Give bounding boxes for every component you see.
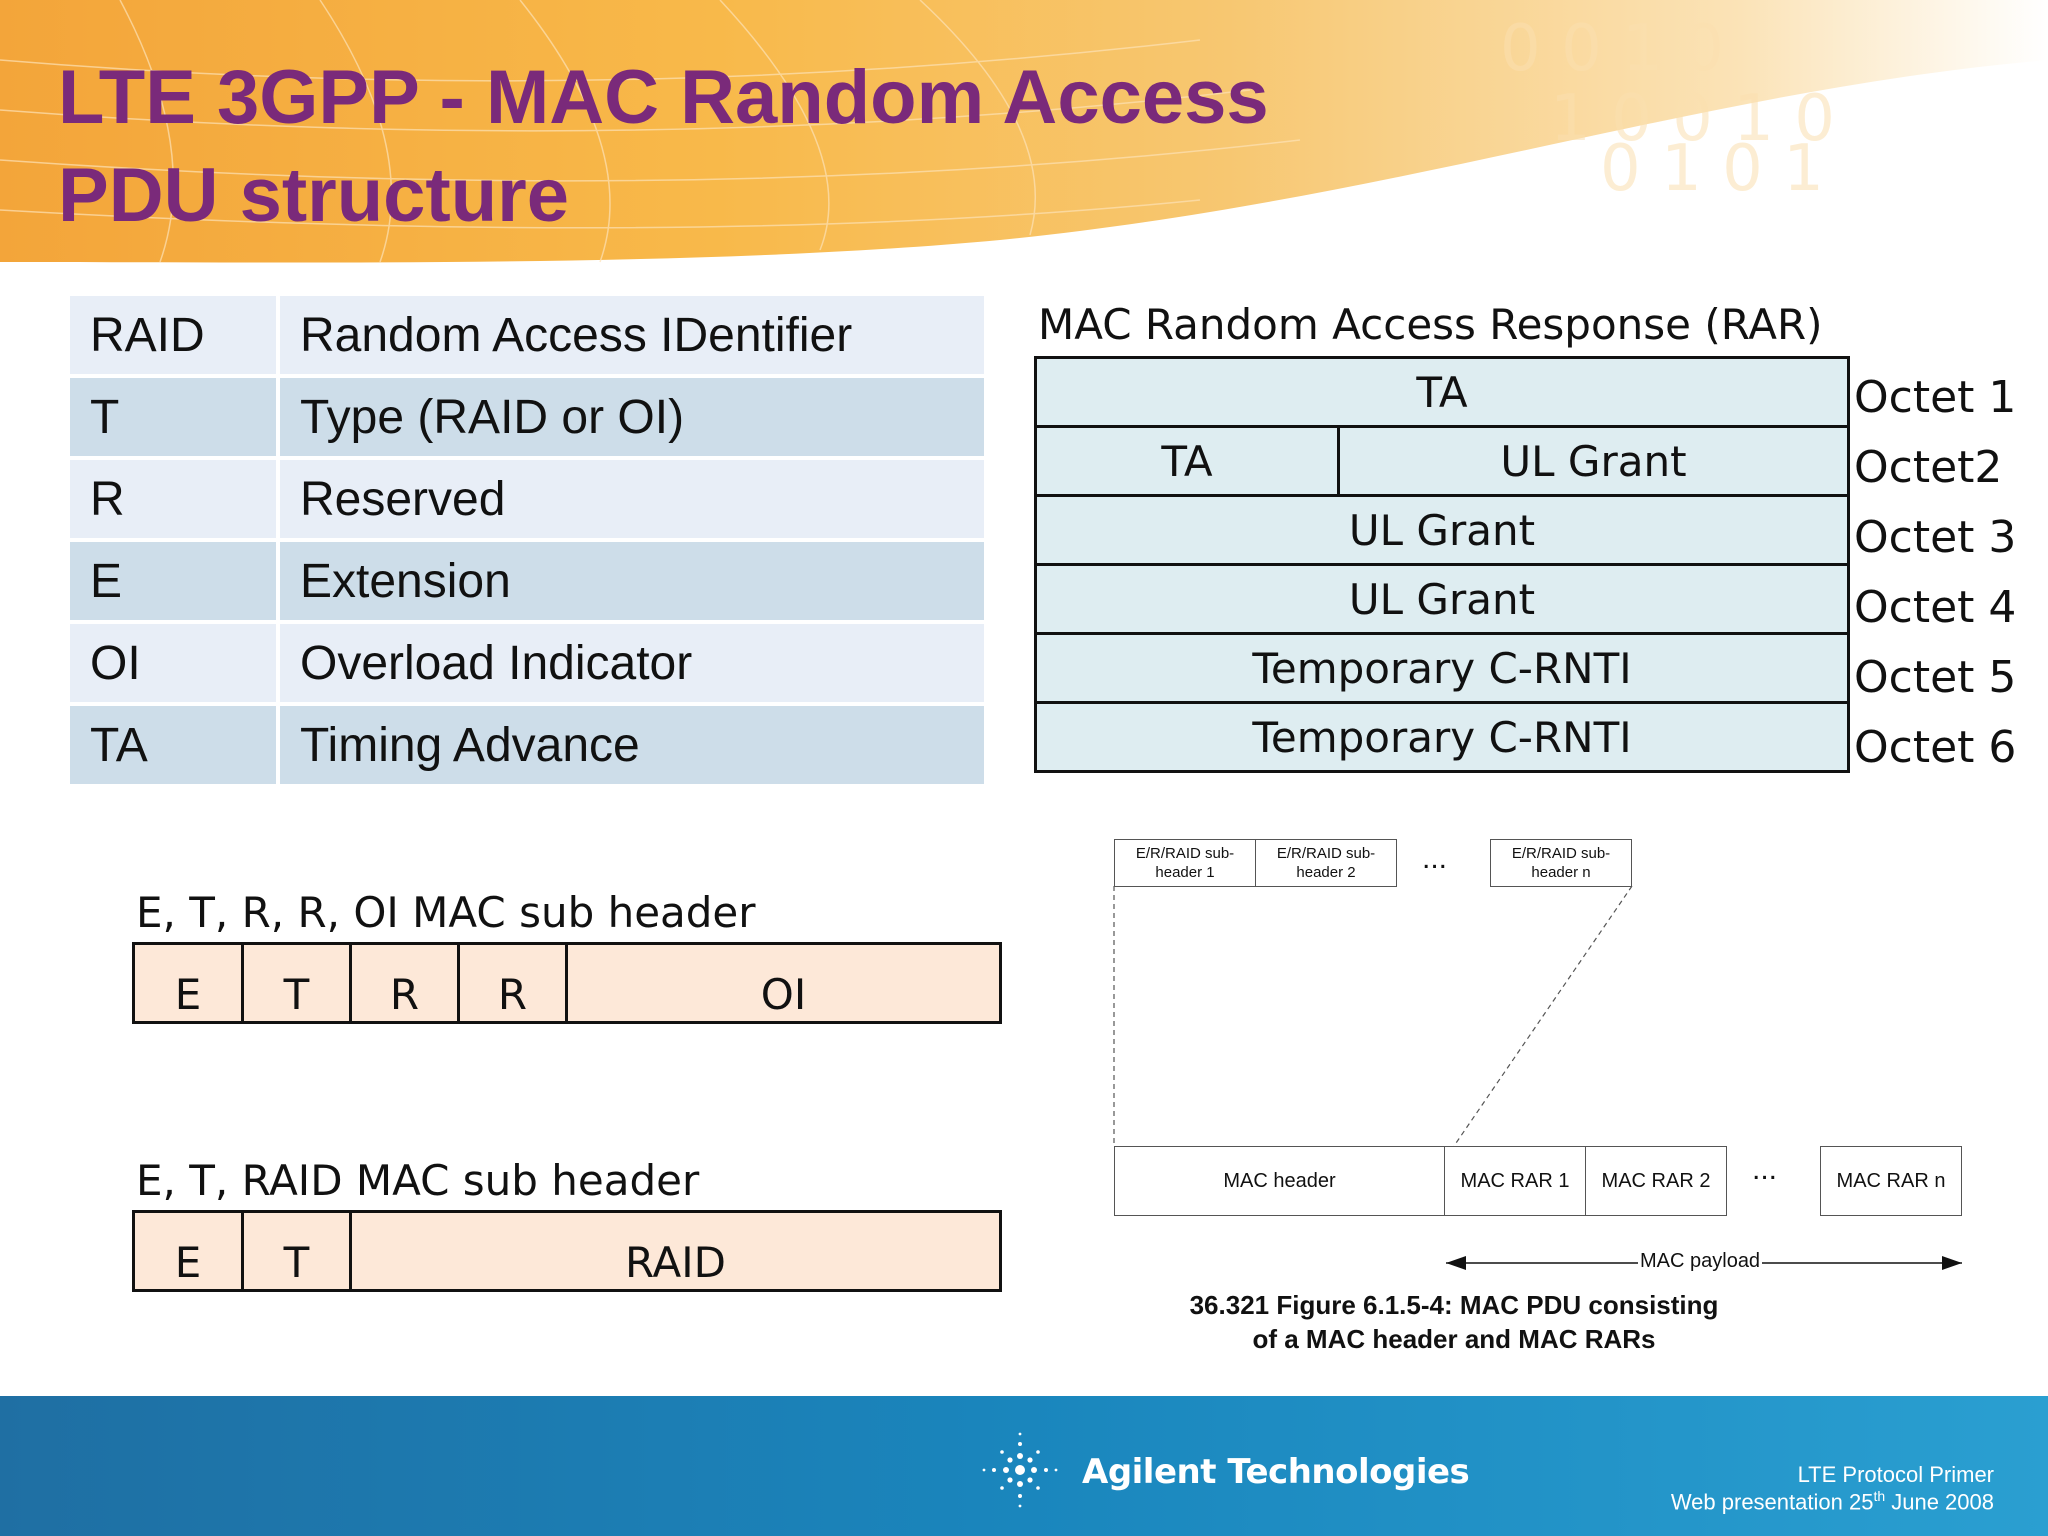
rar-row: UL Grant (1034, 494, 1850, 566)
brand-name: Agilent Technologies (1082, 1452, 1470, 1492)
raid-subheader-diagram: E T RAID (132, 1210, 1002, 1292)
slide-title-line-2: PDU structure (58, 153, 569, 238)
header-banner: 0 0 1 0 1 0 0 1 0 0 1 0 1 (0, 0, 2048, 263)
octet-label: Octet2 (1854, 442, 2003, 493)
figure-mac-rar-1: MAC RAR 1 (1444, 1146, 1586, 1216)
oi-subheader-diagram: E T R R OI (132, 942, 1002, 1024)
figure-subheader-2: E/R/RAID sub-header 2 (1255, 839, 1397, 887)
footer-date-suffix: June 2008 (1885, 1489, 1994, 1515)
field-oi: OI (760, 970, 807, 1019)
abbreviation-cell: RAID (70, 296, 280, 374)
footer-bar (0, 1396, 2048, 1536)
rar-table: TA TA UL Grant UL Grant UL Grant Tempora… (1034, 356, 1850, 773)
figure-mac-header: MAC header (1114, 1146, 1445, 1216)
raid-subheader-title: E, T, RAID MAC sub header (136, 1156, 700, 1205)
figure-subheader-n: E/R/RAID sub-header n (1490, 839, 1632, 887)
footer-presentation-date: Web presentation 25th June 2008 (1671, 1488, 1994, 1515)
abbreviation-row: TA Timing Advance (70, 706, 984, 784)
figure-subheader-1: E/R/RAID sub-header 1 (1114, 839, 1256, 887)
rar-row: UL Grant (1034, 563, 1850, 635)
svg-text:0 1 0 1: 0 1 0 1 (1600, 132, 1824, 206)
field-e: E (135, 945, 244, 1021)
field-t: T (244, 1213, 352, 1289)
figure-payload-label: MAC payload (1638, 1250, 1763, 1273)
rar-cell-ta: TA (1034, 425, 1340, 497)
field-raid: RAID (625, 1238, 726, 1287)
meaning-cell: Overload Indicator (280, 624, 984, 702)
abbreviation-cell: R (70, 460, 280, 538)
agilent-spark-icon (982, 1432, 1058, 1508)
abbreviation-cell: OI (70, 624, 280, 702)
field-r: R (352, 945, 460, 1021)
rar-cell-ta: TA (1034, 356, 1850, 428)
rar-cell-temporary-c-rnti: Temporary C-RNTI (1034, 632, 1850, 704)
figure-ellipsis: ... (1422, 842, 1448, 875)
footer-date-prefix: Web presentation 25 (1670, 1489, 1874, 1515)
meaning-cell: Type (RAID or OI) (280, 378, 984, 456)
rar-cell-ul-grant: UL Grant (1034, 494, 1850, 566)
octet-label: Octet 4 (1854, 582, 2017, 633)
meaning-cell: Timing Advance (280, 706, 984, 784)
figure-caption-line-2: of a MAC header and MAC RARs (1252, 1324, 1656, 1354)
figure-caption-line-1: 36.321 Figure 6.1.5-4: MAC PDU consistin… (1189, 1290, 1719, 1320)
octet-label: Octet 3 (1854, 512, 2017, 563)
figure-mac-rar-n: MAC RAR n (1820, 1146, 1962, 1216)
abbreviation-cell: E (70, 542, 280, 620)
slide-title-line-1: LTE 3GPP - MAC Random Access (58, 55, 1269, 140)
rar-row: TA UL Grant (1034, 425, 1850, 497)
abbreviation-cell: TA (70, 706, 280, 784)
abbreviation-row: OI Overload Indicator (70, 624, 984, 702)
footer-presentation-title: LTE Protocol Primer (1797, 1462, 1994, 1487)
abbreviation-row: E Extension (70, 542, 984, 620)
octet-label: Octet 6 (1854, 722, 2017, 773)
svg-text:0 0 1 0: 0 0 1 0 (1500, 12, 1724, 86)
abbreviation-table: RAID Random Access IDentifier T Type (RA… (70, 292, 984, 788)
rar-title: MAC Random Access Response (RAR) (1038, 300, 1823, 349)
svg-text:1 0 0 1 0: 1 0 0 1 0 (1550, 82, 1835, 156)
rar-cell-ul-grant: UL Grant (1034, 563, 1850, 635)
abbreviation-row: R Reserved (70, 460, 984, 538)
rar-cell-temporary-c-rnti: Temporary C-RNTI (1034, 701, 1850, 773)
figure-caption: 36.321 Figure 6.1.5-4: MAC PDU consistin… (1114, 1288, 1794, 1356)
figure-ellipsis: ... (1752, 1153, 1778, 1186)
abbreviation-row: T Type (RAID or OI) (70, 378, 984, 456)
octet-label: Octet 1 (1854, 372, 2017, 423)
field-e: E (135, 1213, 244, 1289)
rar-row: Temporary C-RNTI (1034, 701, 1850, 773)
figure-mac-rar-2: MAC RAR 2 (1585, 1146, 1727, 1216)
abbreviation-row: RAID Random Access IDentifier (70, 296, 984, 374)
rar-row: TA (1034, 356, 1850, 428)
octet-label: Octet 5 (1854, 652, 2017, 703)
abbreviation-cell: T (70, 378, 280, 456)
meaning-cell: Reserved (280, 460, 984, 538)
field-r: R (460, 945, 568, 1021)
oi-subheader-title: E, T, R, R, OI MAC sub header (136, 888, 756, 937)
meaning-cell: Random Access IDentifier (280, 296, 984, 374)
rar-cell-ul-grant: UL Grant (1337, 425, 1850, 497)
meaning-cell: Extension (280, 542, 984, 620)
footer-date-suffix-sup: th (1873, 1488, 1886, 1504)
rar-row: Temporary C-RNTI (1034, 632, 1850, 704)
field-t: T (244, 945, 352, 1021)
